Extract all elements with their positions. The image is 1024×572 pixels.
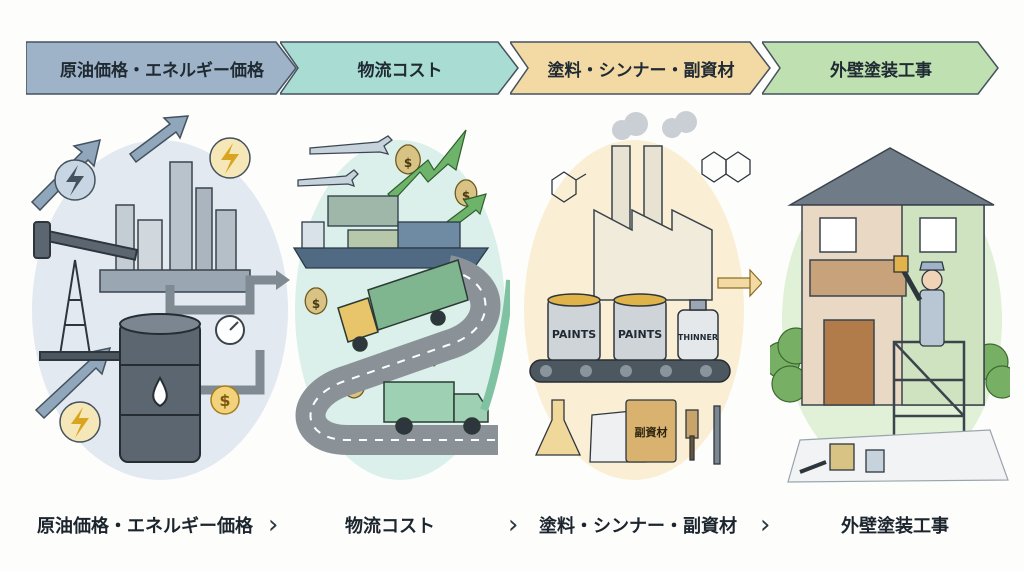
panel-exterior-painting [770,110,1010,490]
truck-icon [337,259,469,352]
svg-text:副資材: 副資材 [635,425,668,439]
svg-text:$: $ [404,156,412,170]
panel-crude-oil: $ [20,110,290,490]
cargo-ship-icon [292,195,490,269]
chevron-right-icon: › [508,510,519,540]
brush-icon [685,405,721,465]
chevron-right-icon: › [268,510,279,540]
flow-arrow-icon [717,268,762,298]
paint-can-icon: PAINTS [547,293,601,361]
caption-paint-thinner-materials: 塗料・シンナー・副資材 [539,516,737,537]
banner-exterior-wall-painting: 外壁塗装工事 [762,38,1000,98]
svg-text:$: $ [312,297,320,311]
painter-worker-icon [893,255,945,347]
paint-can-icon: PAINTS [613,293,667,361]
svg-text:$: $ [462,189,470,203]
oil-barrel-icon [119,313,201,463]
window-icon [819,217,857,253]
door-icon [823,319,875,406]
banner-label: 物流コスト [357,60,443,81]
caption-crude-oil-energy: 原油価格・エネルギー価格 [37,516,253,537]
banner-label: 原油価格・エネルギー価格 [60,60,264,81]
molecule-icon [551,151,751,203]
svg-text:PAINTS: PAINTS [618,328,662,341]
caption-exterior-wall-painting: 外壁塗装工事 [841,516,949,537]
svg-text:$: $ [219,391,230,410]
balcony-icon [809,259,907,297]
lightning-icon [54,137,251,443]
svg-text:THINNER: THINNER [678,333,718,342]
banner-label: 外壁塗装工事 [830,60,932,81]
paint-roller-icon [893,255,909,273]
banner-paint-thinner-materials: 塗料・シンナー・副資材 [510,38,772,98]
thinner-bottle-icon: THINNER [677,299,719,361]
pump-jack-icon [33,221,161,361]
sub-material-bag-icon: 副資材 [625,399,677,463]
house-icon [787,147,995,406]
smoke-icon [612,111,697,140]
chevron-right-icon: › [760,510,771,540]
pressure-gauge-icon [215,315,245,345]
delivery-van-icon [383,381,489,435]
panel-paint-materials: PAINTS PAINTS THINNER [522,110,762,490]
airplane-icon [297,135,393,188]
flow-arrow-icon [480,279,510,412]
caption-logistics-cost: 物流コスト [345,516,435,537]
banner-crude-oil-energy: 原油価格・エネルギー価格 [26,38,298,98]
paint-bucket-icon [799,443,885,474]
window-icon [919,217,957,253]
conveyor-belt-icon [529,359,731,383]
flask-icon [534,399,582,456]
refinery-icon [99,161,251,293]
banner-logistics-cost: 物流コスト [280,38,520,98]
pipe-arrow-icon [276,270,290,290]
oil-drop-icon [152,375,168,408]
factory-icon [593,145,713,301]
dollar-coin-icon: $ [210,385,240,415]
svg-text:PAINTS: PAINTS [552,328,596,341]
banner-label: 塗料・シンナー・副資材 [547,60,735,81]
panel-logistics: $ $ $ $ [288,110,510,490]
